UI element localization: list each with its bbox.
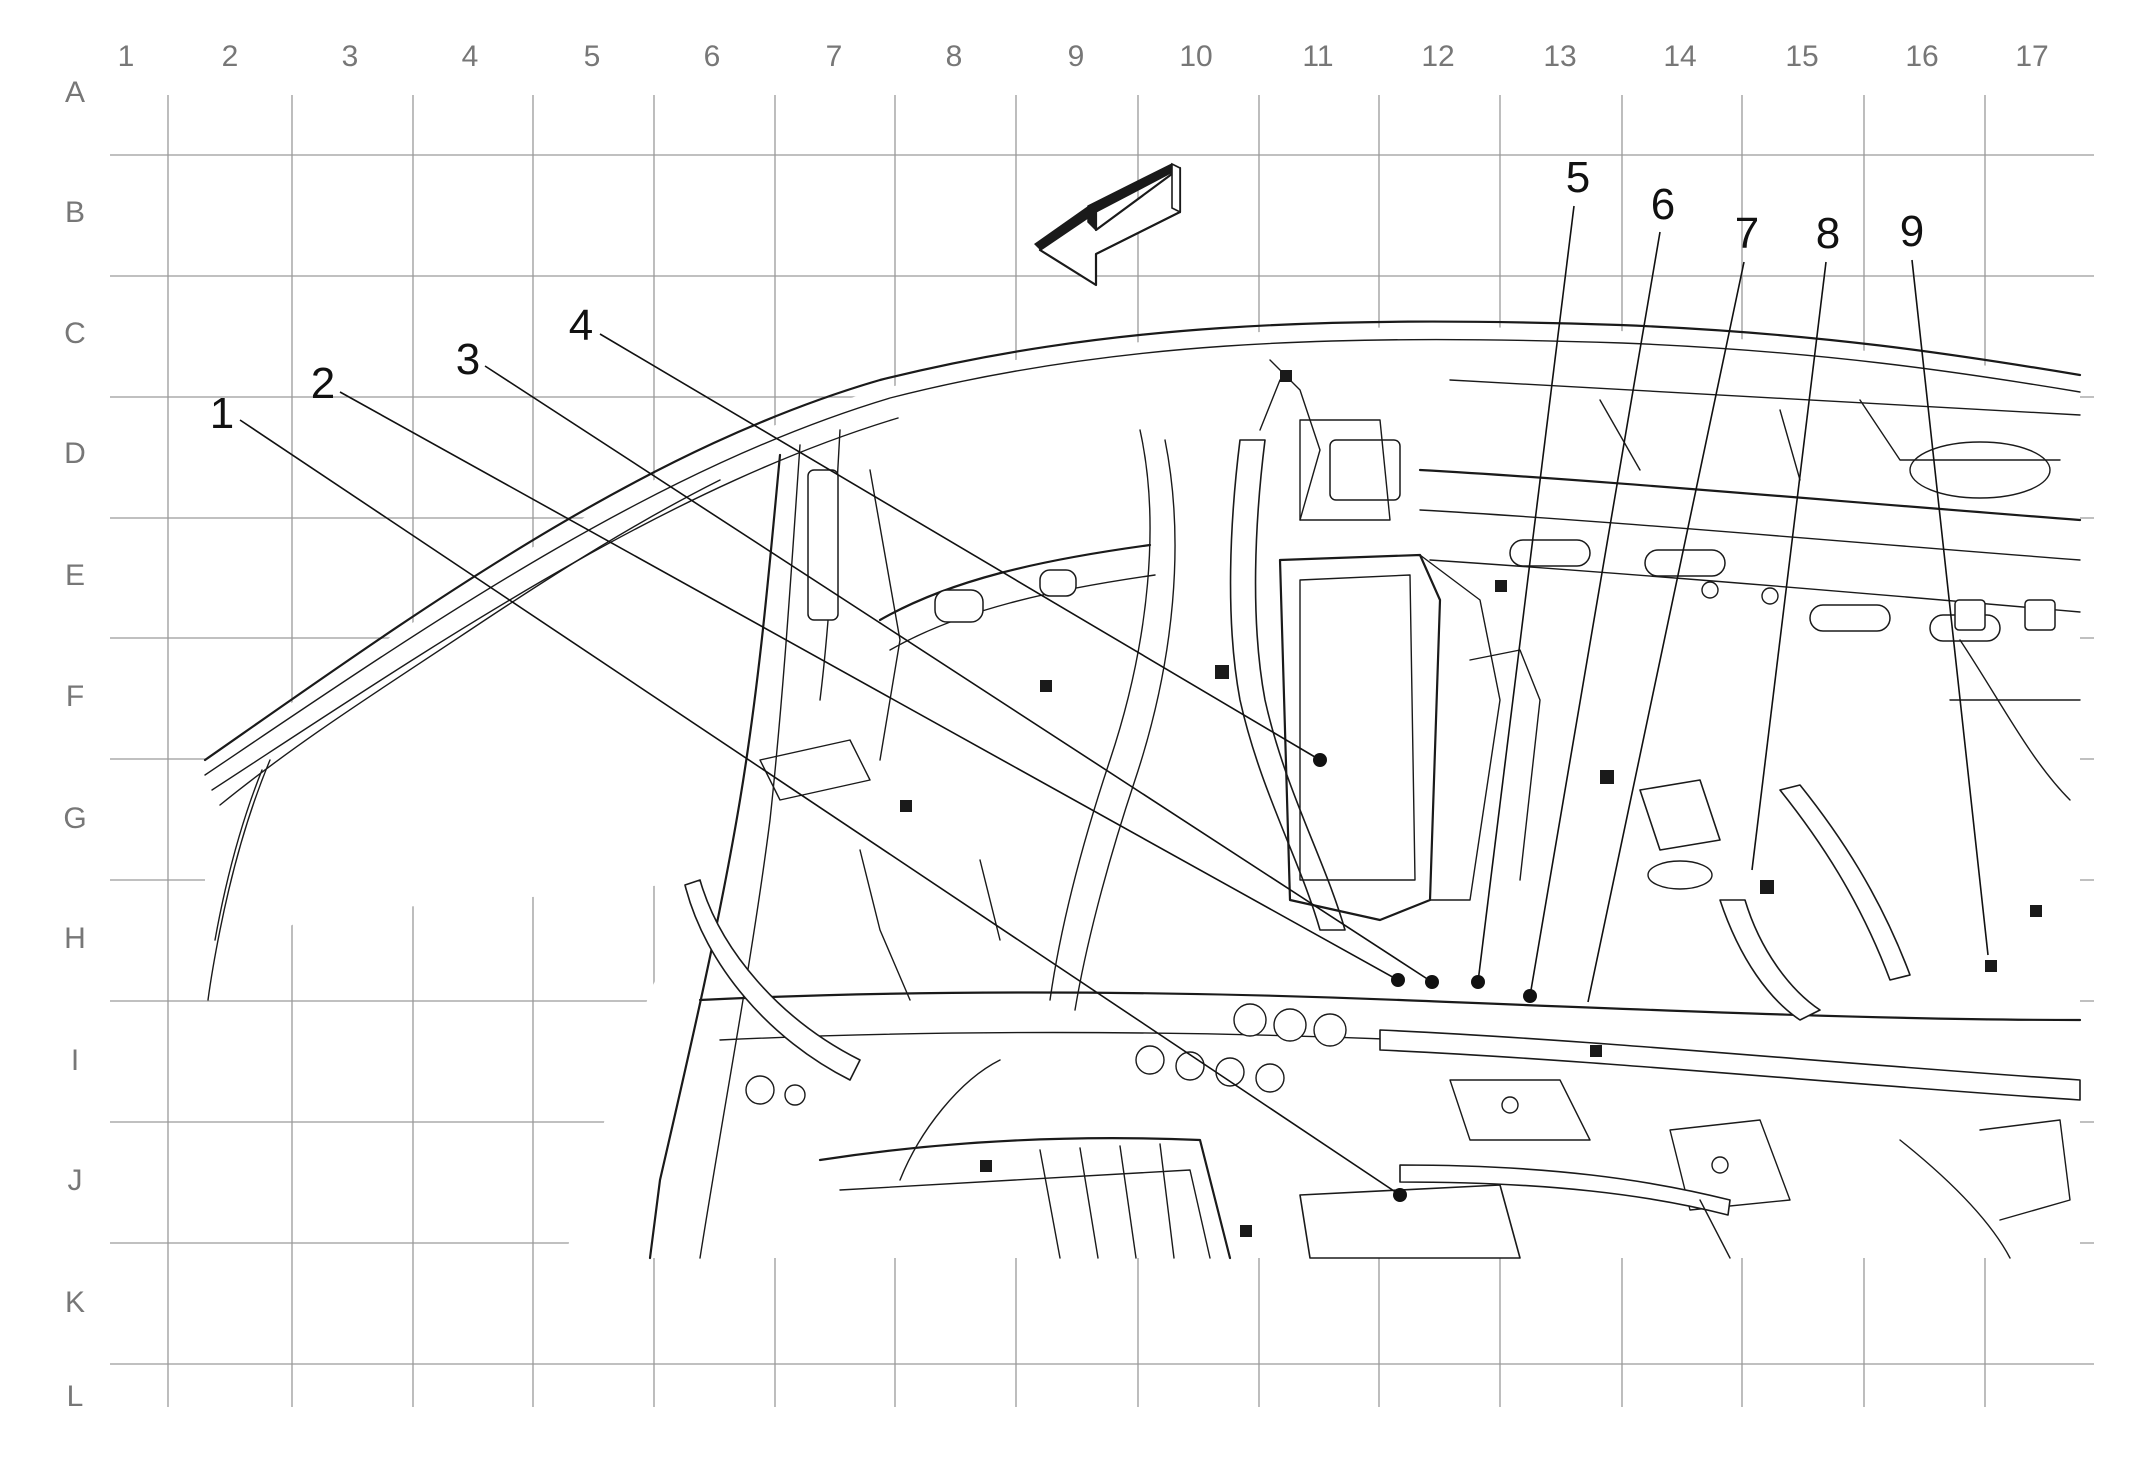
callout-leader-line [1751,261,1827,871]
row-labels: A B C D E F G H I J K L [63,76,86,1413]
callout-leader-line [1911,259,1989,956]
callout-number: 7 [1735,209,1759,258]
grid-row-label: L [67,1380,84,1413]
callout-location-dot [1425,975,1439,989]
callout-number: 8 [1816,209,1840,258]
callout-9: 9 [1900,207,1989,956]
callout-location-dot [1391,973,1405,987]
grid-column-label: 8 [946,40,963,73]
callout-number: 5 [1566,153,1590,202]
callout-2: 2 [311,359,1405,987]
vehicle-body-illustration [203,320,2082,1260]
callout-3: 3 [456,335,1439,989]
callout-number: 9 [1900,207,1924,256]
callout-location-dot [1313,753,1327,767]
grid-column-label: 7 [826,40,843,73]
callout-leader-line [1477,205,1575,983]
grid-column-label: 11 [1302,40,1333,73]
callout-leader-line [1587,261,1745,1003]
callout-number: 3 [456,335,480,384]
callout-number: 2 [311,359,335,408]
callout-leader-line [339,391,1399,981]
callout-location-dot [1393,1188,1407,1202]
callout-leader-line [1529,231,1661,997]
callout-location-dot [1523,989,1537,1003]
grid-row-label: G [63,802,86,835]
callout-7: 7 [1587,209,1759,1003]
grid-row-label: J [68,1164,83,1197]
callout-number: 4 [569,301,593,350]
grid-column-label: 16 [1905,40,1938,73]
grid-column-label: 6 [704,40,721,73]
grid-column-label: 1 [118,40,135,73]
grid-row-label: A [65,76,85,109]
grid-column-label: 5 [584,40,601,73]
grid-column-label: 9 [1068,40,1085,73]
grid-row-label: B [65,196,85,229]
callout-leader-line [239,419,1401,1196]
callout-5: 5 [1471,153,1590,989]
grid-column-label: 15 [1785,40,1818,73]
callout-number: 6 [1651,180,1675,229]
callouts: 1 2 3 4 5 6 7 8 9 [210,153,1989,1202]
grid-row-label: E [65,559,85,592]
grid-row-label: F [66,680,84,713]
grid-column-label: 4 [462,40,479,73]
grid-row-label: K [65,1286,85,1319]
grid-row-label: I [71,1044,79,1077]
grid-column-label: 2 [222,40,239,73]
grid-row-label: H [64,922,86,955]
callout-leader-line [484,365,1433,983]
callout-number: 1 [210,389,234,438]
callout-leader-line [599,333,1321,761]
callout-6: 6 [1523,180,1675,1003]
grid-column-label: 12 [1421,40,1454,73]
callout-8: 8 [1751,209,1840,871]
front-direction-arrow-icon [1034,162,1182,287]
grid-row-label: C [64,317,86,350]
callout-1: 1 [210,389,1407,1202]
grid-row-label: D [64,437,86,470]
callout-4: 4 [569,301,1327,767]
grid-column-label: 10 [1179,40,1212,73]
grid-column-label: 13 [1543,40,1576,73]
grid-column-label: 14 [1663,40,1696,73]
grid-column-label: 3 [342,40,359,73]
grid-column-label: 17 [2015,40,2048,73]
callout-location-dot [1471,975,1485,989]
